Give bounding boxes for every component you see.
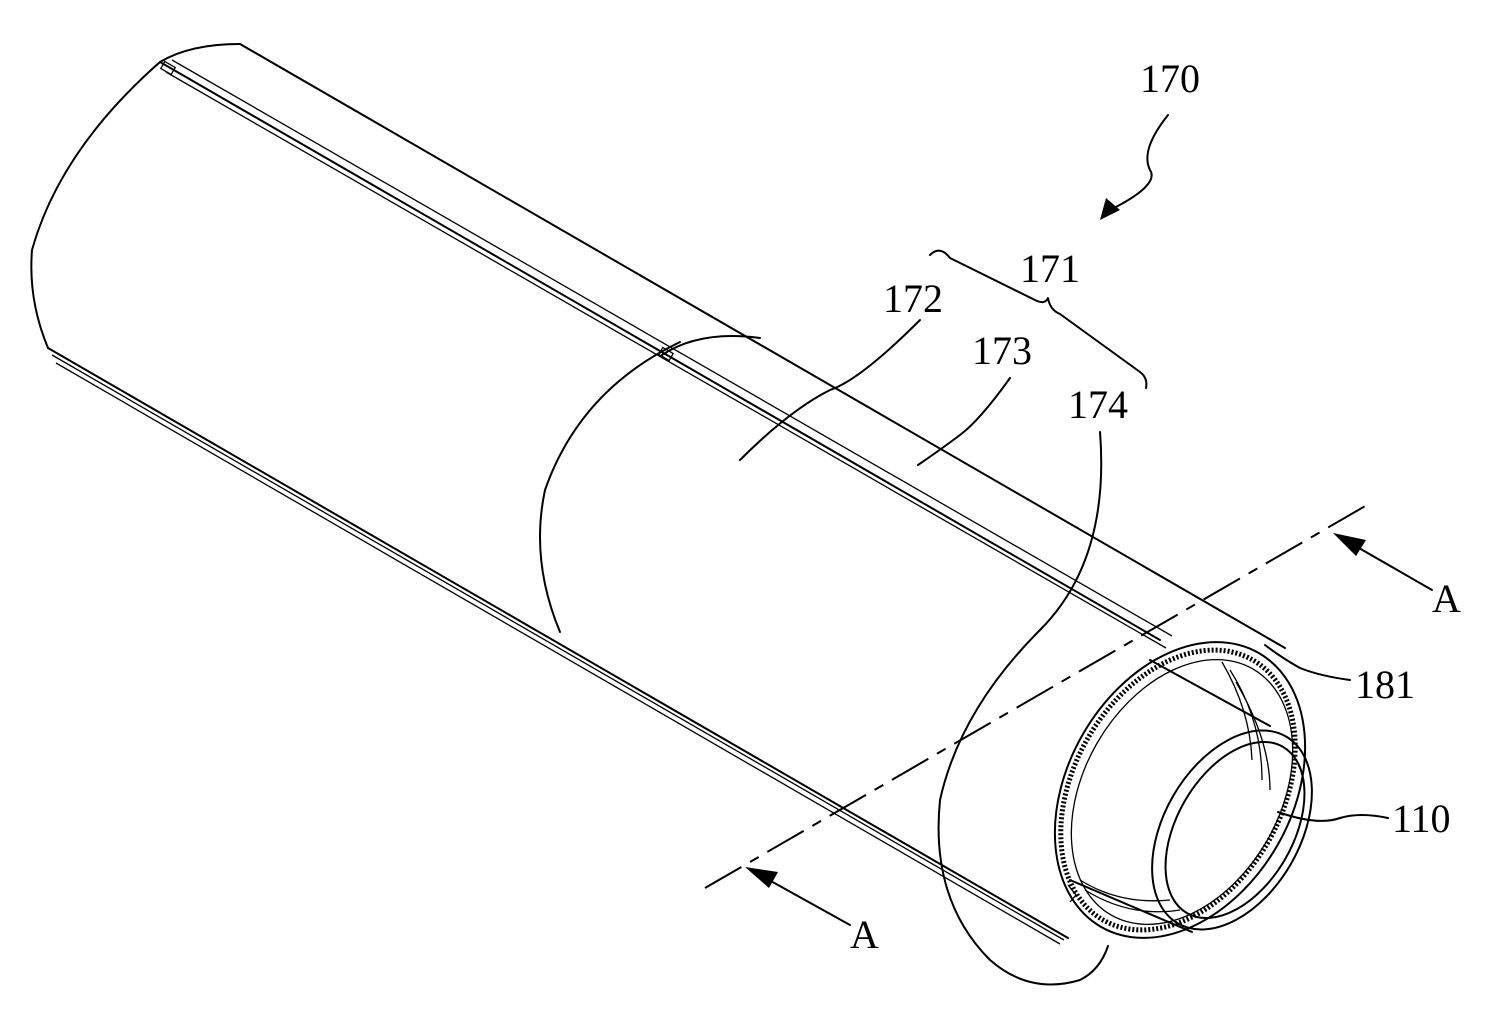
leader-170 [1110, 115, 1168, 210]
near-end [1004, 597, 1356, 983]
leader-173 [918, 378, 1010, 465]
label-section-a-lower: A [850, 912, 879, 957]
section-line-dashed [705, 505, 1367, 888]
sleeve-body [31, 44, 1285, 944]
reference-labels: 170 171 172 173 174 A 181 110 A [850, 56, 1461, 957]
label-172: 172 [883, 276, 943, 321]
bottom-edge [48, 348, 1068, 938]
inner-tube [1070, 660, 1345, 958]
label-171: 171 [1020, 246, 1080, 291]
section-arrow-upper-head [1333, 533, 1366, 556]
label-174: 174 [1068, 382, 1128, 427]
bottom-slot [52, 355, 1064, 940]
inner-tube-end-inner [1137, 718, 1333, 942]
joint-curve [540, 336, 760, 632]
section-arrow-lower-head [745, 867, 778, 888]
label-173: 173 [972, 328, 1032, 373]
leader-110 [1278, 812, 1388, 821]
section-arrow-lower-shaft [760, 875, 850, 925]
label-170: 170 [1140, 56, 1200, 101]
label-110: 110 [1392, 796, 1451, 841]
leader-170-head [1100, 198, 1120, 220]
top-edge [240, 44, 1285, 648]
section-line [705, 505, 1432, 925]
label-181: 181 [1355, 662, 1415, 707]
label-section-a-upper: A [1432, 576, 1461, 621]
inner-tube-end-outer [1119, 702, 1345, 957]
leader-181 [1265, 645, 1350, 680]
bottom-slot-inner [56, 363, 1060, 944]
sleeve-rim-hatched [1013, 608, 1343, 972]
seam-nub-far [161, 62, 175, 75]
